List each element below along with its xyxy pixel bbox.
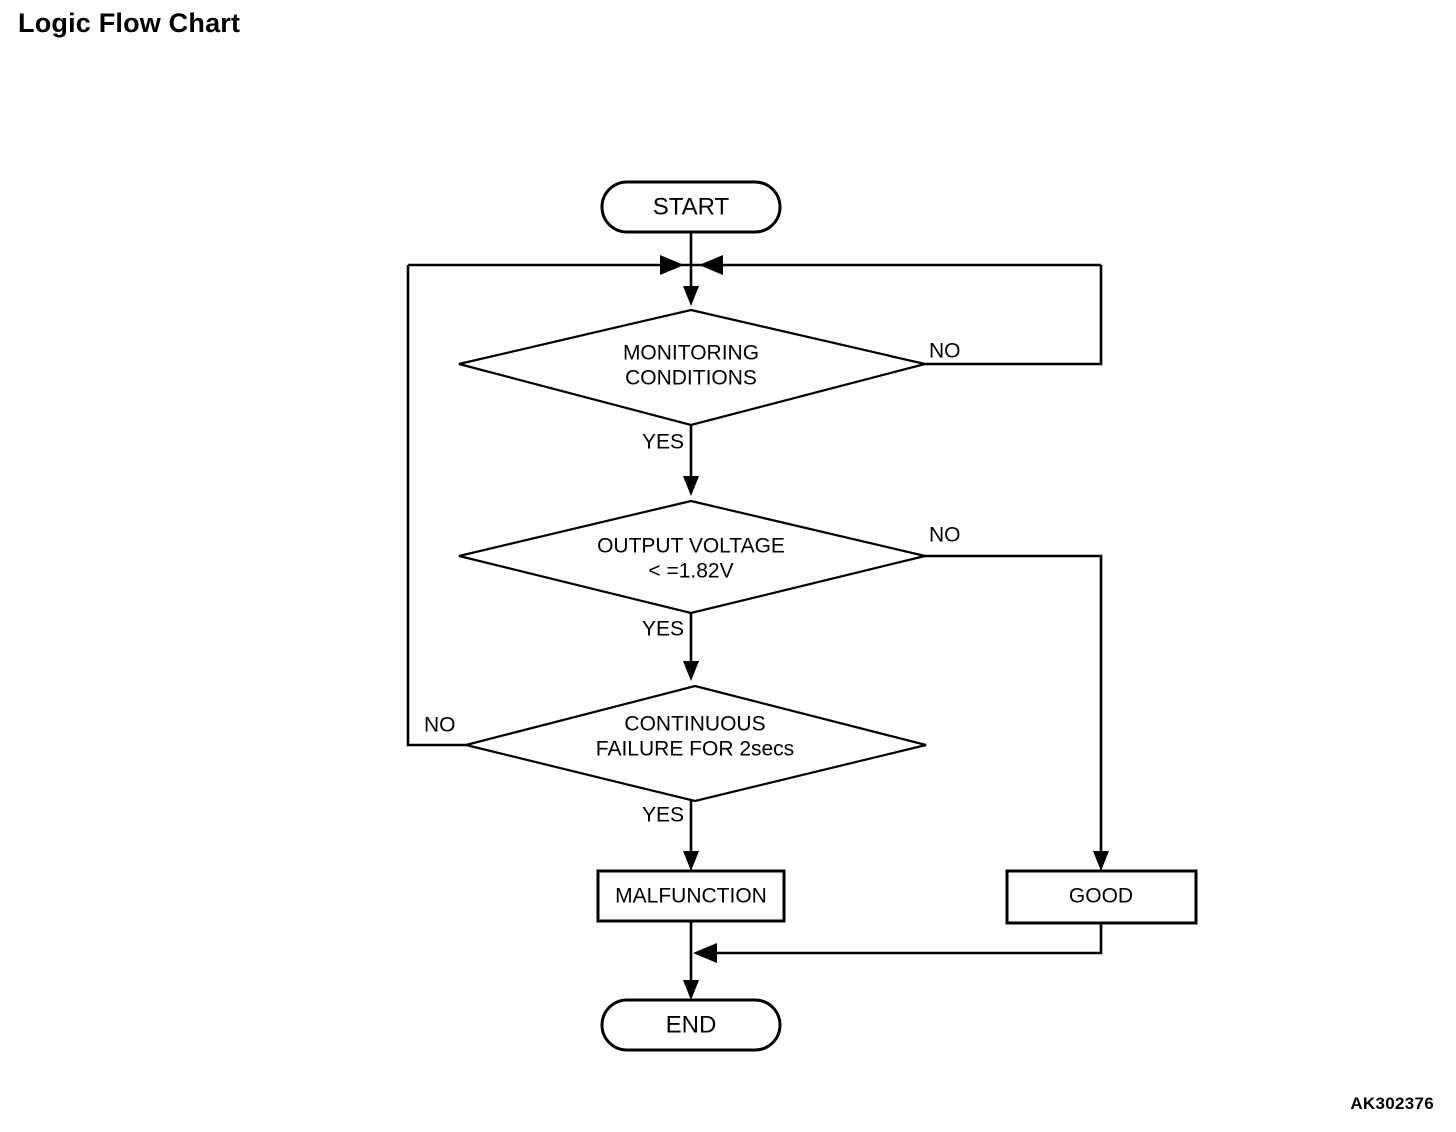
node-output-voltage[interactable]: OUTPUT VOLTAGE < =1.82V <box>458 499 926 615</box>
edge-start-to-junction <box>683 232 699 306</box>
node-good[interactable]: GOOD <box>1005 869 1198 925</box>
edge-label-continuous-yes: YES <box>642 804 684 827</box>
node-end-label: END <box>666 1011 717 1038</box>
node-end[interactable]: END <box>600 998 782 1052</box>
edge-label-monitoring-yes: YES <box>642 431 684 454</box>
edge-voltage-yes <box>683 613 699 681</box>
node-malfunction[interactable]: MALFUNCTION <box>596 869 786 923</box>
edge-continuous-no <box>406 265 466 747</box>
node-good-label: GOOD <box>1069 885 1133 908</box>
edge-monitoring-no <box>925 265 1103 366</box>
node-continuous-failure-label-line1: CONTINUOUS <box>624 713 765 736</box>
edge-malfunction-to-end <box>683 920 699 1000</box>
node-continuous-failure-label-line2: FAILURE FOR 2secs <box>596 738 794 761</box>
edge-label-monitoring-no: NO <box>929 340 961 363</box>
node-output-voltage-label-line1: OUTPUT VOLTAGE <box>597 535 785 558</box>
node-continuous-failure[interactable]: CONTINUOUS FAILURE FOR 2secs <box>465 684 927 803</box>
page-title: Logic Flow Chart <box>18 8 241 38</box>
edge-label-voltage-yes: YES <box>642 618 684 641</box>
node-start-label: START <box>653 193 730 220</box>
edge-label-continuous-no: NO <box>424 714 456 737</box>
node-start[interactable]: START <box>600 180 782 234</box>
node-monitoring-conditions-label-line2: CONDITIONS <box>625 367 757 390</box>
edge-voltage-no <box>925 554 1109 871</box>
node-monitoring-conditions-label-line1: MONITORING <box>623 342 759 365</box>
edge-continuous-yes <box>683 801 699 871</box>
edge-feedback-junction-bar <box>408 255 1101 275</box>
edge-good-to-end <box>693 923 1103 963</box>
node-malfunction-label: MALFUNCTION <box>615 885 767 908</box>
node-output-voltage-label-line2: < =1.82V <box>648 560 733 583</box>
edge-monitoring-yes <box>683 425 699 496</box>
edge-label-voltage-no: NO <box>929 524 961 547</box>
reference-code: AK302376 <box>1350 1094 1434 1113</box>
node-monitoring-conditions[interactable]: MONITORING CONDITIONS <box>458 308 926 427</box>
